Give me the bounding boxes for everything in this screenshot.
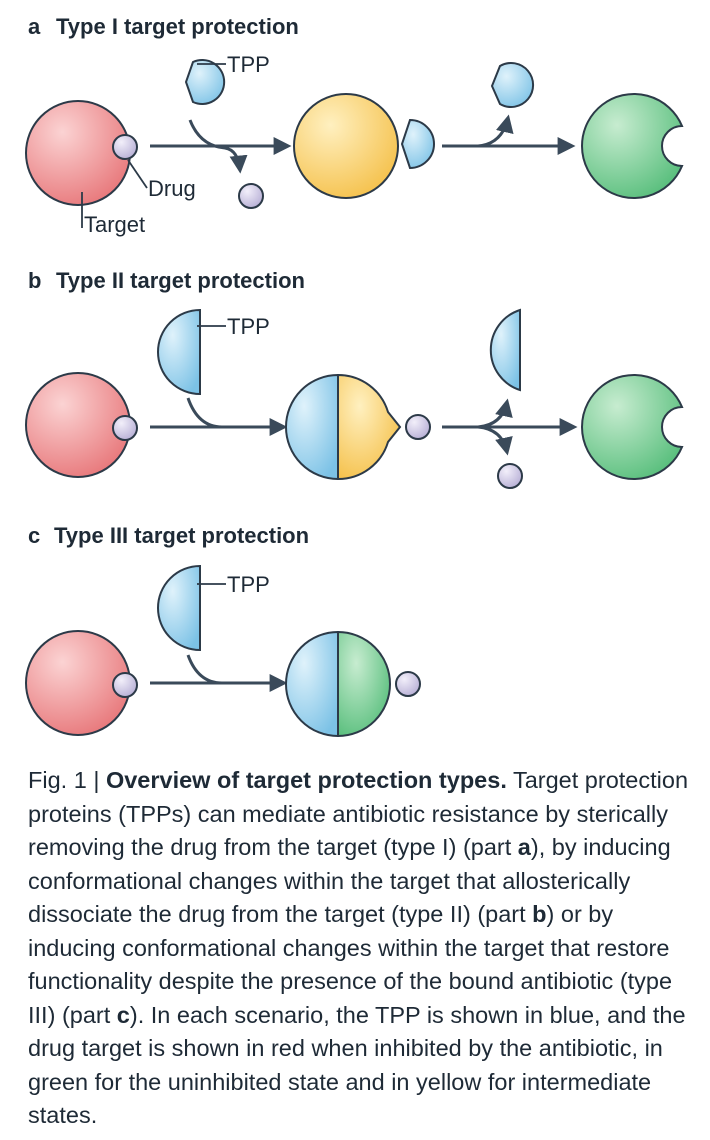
dissociating-drug <box>405 414 431 440</box>
drug-release-arrow <box>188 119 248 174</box>
caption-text-4: ). In each scenario, the TPP is shown in… <box>28 1001 686 1129</box>
tpp-label: TPP <box>227 572 270 597</box>
uninhibited-target <box>581 93 684 199</box>
tpp-release-arrow <box>477 114 514 148</box>
tpp-protein <box>157 564 201 652</box>
drug-label: Drug <box>148 176 196 201</box>
bound-tpp <box>400 118 435 170</box>
restored-target-half <box>337 630 391 738</box>
drug-molecule <box>112 672 138 698</box>
panel-a-letter: a <box>28 14 41 39</box>
panel-b: b Type II target protection TPP <box>25 268 684 489</box>
caption-text-1: Target protection proteins (TPPs) can me… <box>28 767 689 860</box>
intermediate-target-half <box>337 373 402 481</box>
panel-c: c Type III target protection TPP <box>25 523 421 738</box>
released-tpp <box>489 308 521 392</box>
caption-ref-b: b <box>532 901 547 927</box>
tpp-binding-arrow <box>186 654 223 685</box>
panel-c-letter: c <box>28 523 40 548</box>
tpp-label: TPP <box>227 52 270 77</box>
panel-b-letter: b <box>28 268 41 293</box>
tpp-protein <box>184 59 226 105</box>
bound-drug <box>395 671 421 697</box>
caption-ref-c: c <box>116 1001 130 1028</box>
tpp-protein <box>157 308 201 396</box>
intermediate-target-circle <box>293 93 399 199</box>
tpp-label: TPP <box>227 314 270 339</box>
drug-molecule <box>112 134 138 160</box>
caption-separator: | <box>93 767 100 793</box>
tpp-binding-arrow <box>186 397 223 429</box>
panel-a-title: Type I target protection <box>56 14 299 39</box>
caption-text-3: ) or by inducing conformational changes … <box>28 901 673 1028</box>
bound-tpp <box>285 630 339 738</box>
figure-caption: Fig. 1 | Overview of target protection t… <box>28 764 694 1133</box>
figure-diagram: a Type I target protection TPP Drug Targ… <box>25 14 684 738</box>
panel-a: a Type I target protection TPP Drug Targ… <box>25 14 684 237</box>
uninhibited-target <box>581 374 684 480</box>
tpp-release-arrow <box>477 398 513 429</box>
caption-ref-a: a <box>517 834 531 860</box>
released-drug <box>238 183 264 209</box>
bound-tpp <box>285 373 339 481</box>
released-drug <box>497 463 523 489</box>
caption-title: Overview of target protection types. <box>105 767 507 793</box>
caption-text-2: ), by inducing conformational changes wi… <box>28 834 671 927</box>
fig-label: Fig. 1 <box>28 767 87 793</box>
released-tpp <box>490 62 535 108</box>
panel-c-title: Type III target protection <box>54 523 309 548</box>
drug-release-arrow <box>477 425 513 456</box>
drug-molecule <box>112 415 138 441</box>
target-label: Target <box>84 212 145 237</box>
panel-b-title: Type II target protection <box>56 268 305 293</box>
